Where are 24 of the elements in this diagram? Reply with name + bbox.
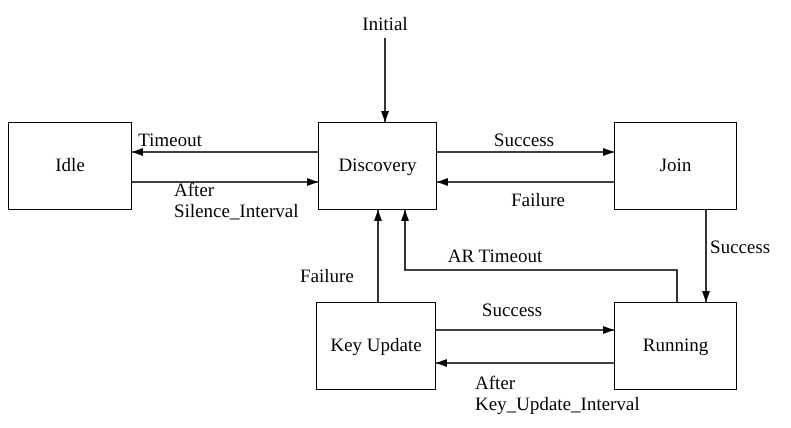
arrow xyxy=(437,148,614,156)
state-box: Discovery xyxy=(318,122,437,210)
arrow xyxy=(702,210,710,302)
edge-label: Timeout xyxy=(138,130,202,151)
arrow xyxy=(132,178,318,186)
edge-label: Failure xyxy=(511,190,565,211)
arrow xyxy=(401,210,678,302)
arrow xyxy=(436,359,614,367)
arrow xyxy=(436,326,614,334)
state-box: Key Update xyxy=(316,302,436,390)
edge-label: Failure xyxy=(300,266,354,287)
arrow xyxy=(374,210,382,302)
edge-label: After Silence_Interval xyxy=(174,180,300,222)
state-box: Running xyxy=(614,302,737,390)
state-label: Initial xyxy=(355,12,415,38)
arrow xyxy=(381,38,389,122)
state-box: Idle xyxy=(8,122,132,210)
edge-label: Success xyxy=(494,130,554,151)
arrow xyxy=(437,178,614,186)
state-box: Join xyxy=(614,122,737,210)
edge-label: Success xyxy=(482,300,542,321)
edge-label: Success xyxy=(710,237,770,258)
arrow xyxy=(132,148,318,156)
edge-label: AR Timeout xyxy=(448,246,542,267)
